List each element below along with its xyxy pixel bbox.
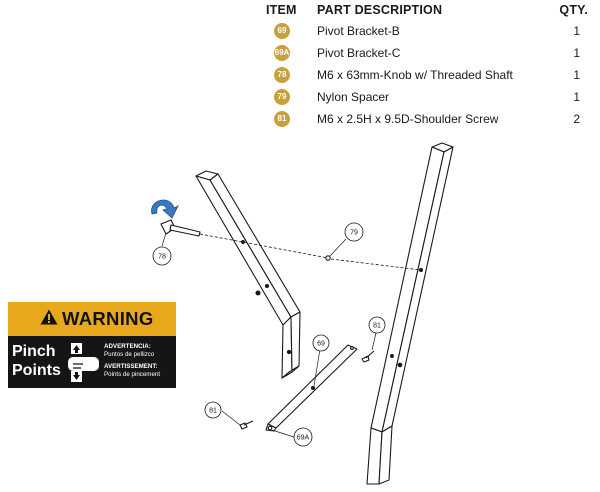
parts-table: ITEM PART DESCRIPTION QTY. 69 Pivot Brac… (262, 0, 592, 130)
callout-bracket-b (312, 334, 330, 352)
callout-spacer (344, 222, 364, 242)
item-number-badge: 79 (274, 89, 290, 105)
french-title: AVERTISSEMENT: (104, 363, 158, 371)
pinch-hand-icon (68, 343, 99, 382)
assembly-axis (199, 233, 422, 271)
part-description: Pivot Bracket-B (317, 24, 400, 38)
callout-knob (152, 246, 172, 266)
hazard-line-1: Pinch (12, 343, 56, 360)
part-quantity: 2 (573, 112, 580, 126)
warning-triangle-icon (40, 309, 58, 325)
callout-screw-left (204, 401, 222, 419)
description-column-header: PART DESCRIPTION (317, 3, 443, 17)
translations: ADVERTENCIA: Puntos de pellizco AVERTISS… (104, 343, 176, 378)
shoulder-screw-right (361, 350, 375, 363)
part-description: M6 x 2.5H x 9.5D-Shoulder Screw (317, 112, 499, 126)
callout-bracket-b-label: 69 (317, 341, 325, 348)
item-number-badge: 81 (274, 111, 290, 127)
item-number-badge: 69A (274, 45, 290, 61)
part-row: 78 M6 x 63mm-Knob w/ Threaded Shaft 1 (262, 64, 592, 86)
warning-title: WARNING (62, 308, 154, 329)
part-description: M6 x 63mm-Knob w/ Threaded Shaft (317, 68, 513, 82)
right-tube (366, 142, 454, 485)
hazard-line-2: Points (12, 362, 61, 379)
qty-column-header: QTY. (559, 3, 588, 17)
left-tube (195, 170, 301, 379)
callout-screw-right (368, 316, 386, 334)
pivot-bracket (265, 344, 358, 432)
warning-header: WARNING (8, 302, 176, 336)
warning-label: WARNING Pinch Points ADVERTENCIA: Puntos… (8, 302, 176, 388)
part-quantity: 1 (573, 68, 580, 82)
hazard-text: Pinch Points (12, 342, 61, 380)
callout-bracket-c (293, 427, 313, 447)
part-description: Pivot Bracket-C (317, 46, 401, 60)
shoulder-screw-left (239, 420, 254, 430)
french-text: Points de pincement (104, 370, 161, 378)
parts-table-header: ITEM PART DESCRIPTION QTY. (262, 0, 592, 20)
spanish-title: ADVERTENCIA: (104, 343, 151, 350)
part-quantity: 1 (573, 90, 580, 104)
spanish-text: Puntos de pellizco (104, 350, 155, 358)
item-column-header: ITEM (266, 3, 297, 17)
callout-screw-right-label: 81 (373, 323, 381, 330)
part-row: 79 Nylon Spacer 1 (262, 86, 592, 108)
item-number-badge: 69 (274, 23, 290, 39)
part-row: 81 M6 x 2.5H x 9.5D-Shoulder Screw 2 (262, 108, 592, 130)
callout-bracket-c-label: 69A (297, 435, 310, 442)
callout-knob-label: 78 (158, 254, 166, 261)
part-row: 69 Pivot Bracket-B 1 (262, 20, 592, 42)
rotate-arrow-icon (151, 199, 179, 219)
part-row: 69A Pivot Bracket-C 1 (262, 42, 592, 64)
part-quantity: 1 (573, 24, 580, 38)
knob (160, 219, 201, 237)
part-description: Nylon Spacer (317, 90, 390, 104)
callout-spacer-label: 79 (350, 230, 358, 237)
leader-lines (161, 232, 377, 439)
item-number-badge: 78 (274, 67, 290, 83)
callout-screw-left-label: 81 (209, 408, 217, 415)
part-quantity: 1 (573, 46, 580, 60)
